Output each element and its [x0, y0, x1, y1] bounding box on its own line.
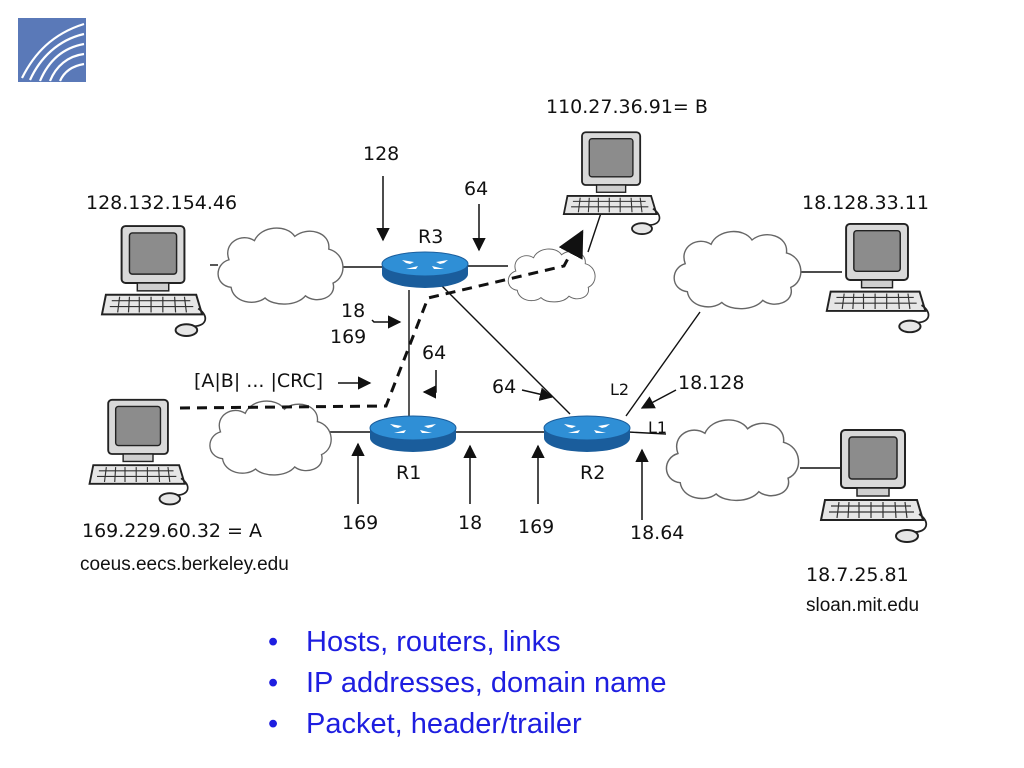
cloud-icon	[209, 400, 332, 476]
port-label: 169	[518, 516, 555, 538]
bullet-list: •Hosts, routers, links •IP addresses, do…	[268, 622, 667, 745]
host-a-domain: coeus.eecs.berkeley.edu	[80, 554, 289, 575]
link-hostb-cloud	[587, 209, 603, 253]
router-icon	[543, 415, 631, 453]
host-a-address: 169.229.60.32 = A	[82, 520, 262, 542]
arrows	[338, 176, 677, 520]
computer-icon	[819, 428, 928, 544]
packet-path	[179, 229, 584, 410]
host-e-address: 18.7.25.81	[806, 564, 909, 586]
computer-icon	[825, 222, 930, 334]
arrow-icon	[640, 389, 677, 409]
router-label-r2: R2	[580, 462, 606, 484]
port-label: 64	[422, 342, 447, 364]
bullet-item: •IP addresses, domain name	[268, 667, 667, 699]
packet-label: [A|B| ... |CRC]	[194, 370, 324, 392]
arrow-icon	[422, 370, 437, 399]
logo-icon	[18, 18, 86, 82]
link-l2	[625, 311, 701, 417]
host-d-address: 18.128.33.11	[802, 192, 929, 214]
router-label-r1: R1	[396, 462, 422, 484]
computer-icon	[88, 398, 189, 506]
router-icon	[369, 415, 457, 453]
port-label: 18	[458, 512, 483, 534]
cloud-icon	[673, 230, 802, 310]
computer-icon	[100, 225, 207, 338]
port-label: 128	[363, 143, 400, 165]
cloud-icon	[665, 419, 800, 502]
cloud-icon	[217, 227, 344, 305]
host-e-domain: sloan.mit.edu	[806, 595, 920, 616]
arrow-icon	[521, 387, 554, 401]
port-label: 18.64	[630, 522, 685, 544]
port-label: 18	[341, 300, 366, 322]
link-label-l2: L2	[610, 380, 630, 399]
port-label: 169	[342, 512, 379, 534]
bullet-item: •Hosts, routers, links	[268, 626, 561, 658]
host-b-address: 110.27.36.91= B	[546, 96, 708, 118]
router-icon	[381, 251, 469, 289]
port-label: 64	[492, 376, 517, 398]
host-c-address: 128.132.154.46	[86, 192, 238, 214]
computer-icon	[562, 131, 661, 236]
port-label: 64	[464, 178, 489, 200]
port-label: 169	[330, 326, 367, 348]
router-label-r3: R3	[418, 226, 444, 248]
port-label: 18.128	[678, 372, 745, 394]
link-label-l1: L1	[648, 418, 668, 437]
bullet-item: •Packet, header/trailer	[268, 708, 582, 740]
arrow-icon	[371, 315, 402, 329]
link-r2-cloud-l1	[627, 431, 667, 435]
